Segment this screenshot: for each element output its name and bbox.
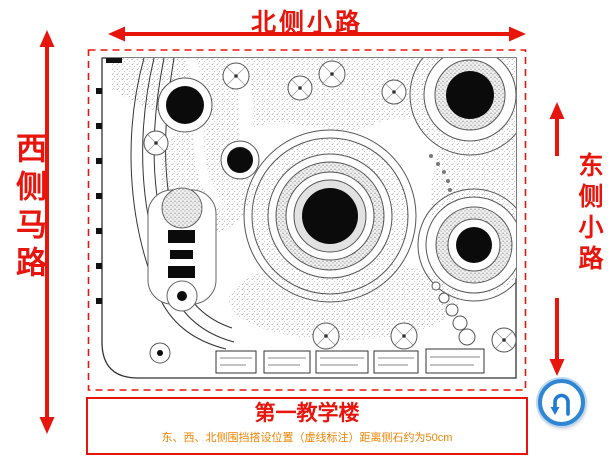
u-turn-arrow-icon bbox=[550, 393, 570, 416]
left-structure-area bbox=[147, 187, 217, 312]
boundary-ticks bbox=[96, 88, 102, 304]
east-road-label: 东侧小路 bbox=[575, 152, 603, 276]
east-road-arrow-down bbox=[549, 298, 565, 376]
central-circular-feature bbox=[243, 129, 417, 303]
facility-boxes bbox=[215, 348, 485, 374]
tree-symbols bbox=[143, 60, 516, 353]
fence-note: 东、西、北侧围挡搭设位置（虚线标注）距离侧石约为50cm bbox=[161, 432, 453, 444]
east-road-arrow-up bbox=[549, 102, 565, 156]
north-road-arrow bbox=[108, 26, 526, 42]
building-title: 第一教学楼 bbox=[254, 402, 360, 425]
right-circular-feature bbox=[417, 188, 516, 302]
top-right-circular-feature bbox=[409, 58, 516, 156]
fence-dashed-outline bbox=[87, 49, 527, 391]
building-label-box: 第一教学楼 东、西、北侧围挡搭设位置（虚线标注）距离侧石约为50cm bbox=[86, 397, 528, 455]
west-road-label: 西侧马路 bbox=[11, 132, 46, 284]
return-button[interactable] bbox=[538, 379, 585, 426]
site-plan-drawing bbox=[87, 49, 527, 391]
west-road-arrow bbox=[39, 30, 55, 434]
